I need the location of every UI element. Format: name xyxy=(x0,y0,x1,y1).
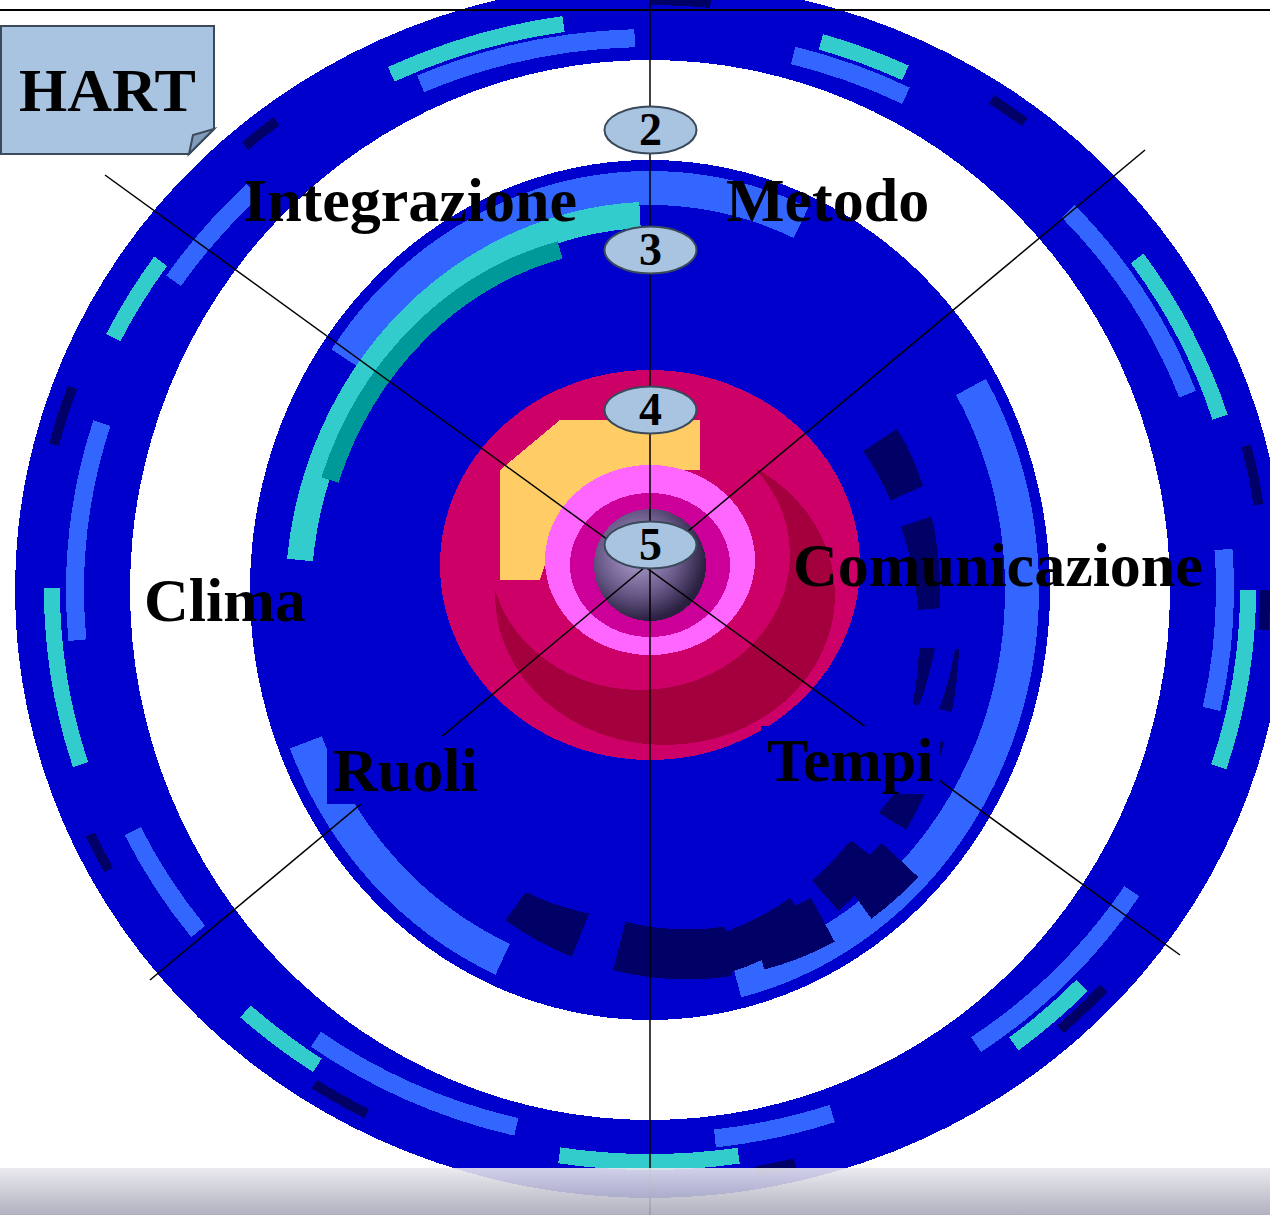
callout-box: HART xyxy=(0,25,215,155)
axis-label: Tempi xyxy=(761,726,940,794)
axis-label: Clima xyxy=(144,566,306,634)
scale-number: 3 xyxy=(603,225,698,275)
scale-number: 4 xyxy=(603,385,698,435)
axis-label: Ruoli xyxy=(327,736,484,804)
axis-label: Metodo xyxy=(726,166,929,234)
scale-number-text: 2 xyxy=(639,107,662,153)
scale-number: 5 xyxy=(603,520,698,570)
scale-number-text: 4 xyxy=(639,387,662,433)
scale-number-text: 3 xyxy=(639,227,662,273)
scale-number: 2 xyxy=(603,105,698,155)
callout-text: HART xyxy=(19,56,196,124)
axis-label: Comunicazione xyxy=(793,531,1203,599)
axis-label: Integrazione xyxy=(243,166,577,234)
scale-number-text: 5 xyxy=(639,522,662,568)
